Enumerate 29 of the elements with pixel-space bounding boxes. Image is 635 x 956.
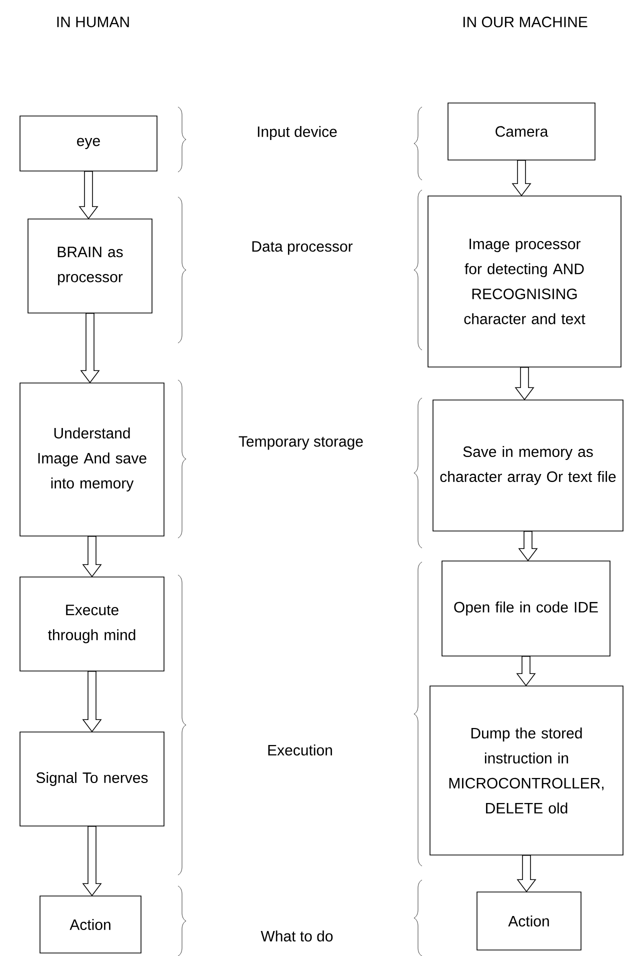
process-box: Action [40,896,142,954]
column-heading: IN HUMAN [57,16,129,28]
process-box: Understand Image And save into memory [20,382,164,536]
process-box: Image processor for detecting AND RECOGNISING character and text [428,196,622,368]
process-box: Camera [448,102,596,160]
stage-label: Temporary storage [238,436,363,450]
arrow [82,671,102,732]
stage-label: What to do [260,930,333,942]
stage-label: Input device [258,126,337,140]
process-box: BRAIN as processor [28,218,152,314]
process-box: Dump the stored instruction in MICROCONTROLLER, DELETE old [430,686,624,856]
arrow [512,160,532,196]
arrow [516,656,536,686]
arrow [82,826,102,896]
process-box: Signal To nerves [20,732,164,826]
process-box: Save in memory as character array Or text file [432,400,624,532]
column-heading: IN OUR MACHINE [463,16,588,28]
stage-label: Data processor [252,241,353,255]
process-box: Open file in code IDE [442,560,610,656]
arrow [516,855,536,892]
process-box: Execute through mind [20,576,164,672]
process-box: Action [476,892,582,950]
stage-label: Execution [268,744,332,756]
arrow [514,367,534,400]
arrow [78,170,98,220]
process-box: eye [20,116,158,172]
arrow [518,531,538,562]
arrow [82,536,102,578]
arrow [80,313,100,384]
